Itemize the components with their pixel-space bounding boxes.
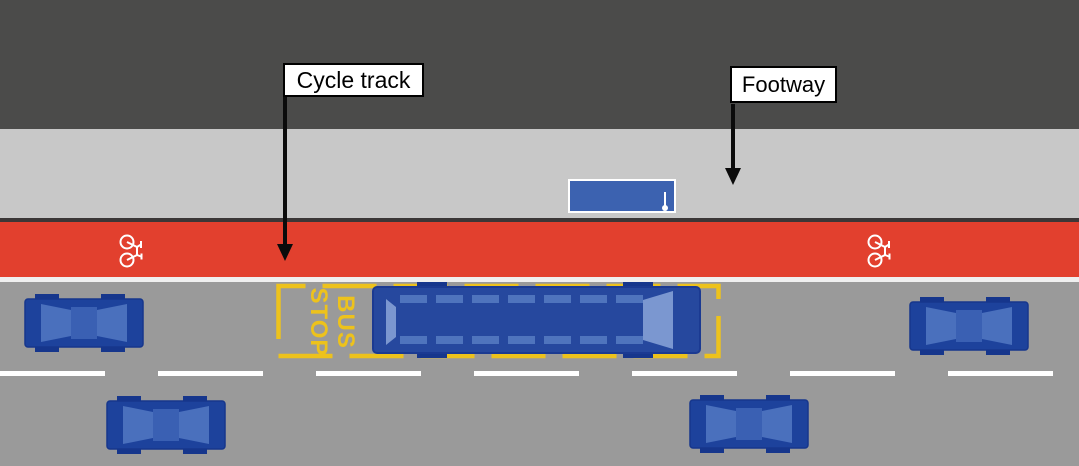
bicycle-icon (119, 234, 143, 268)
bus-stop-word-bus: BUS (332, 295, 359, 349)
footway-label: Footway (730, 66, 837, 103)
cycle-track-band (0, 222, 1079, 277)
track-edge-line (0, 277, 1079, 282)
car-top-lane-left (24, 294, 144, 352)
bus-window-dashes (400, 295, 643, 344)
footway-label-text: Footway (741, 71, 826, 97)
cycle-track-label-text: Cycle track (296, 66, 411, 93)
bus-stop-pole-icon (664, 192, 666, 209)
car-top-lane-right (909, 297, 1029, 355)
car-bottom-lane-right (689, 395, 809, 453)
kerb-line (0, 218, 1079, 222)
bicycle-icon (867, 234, 891, 268)
bus-stop-pole-dot (662, 205, 668, 211)
lane-divider-line (0, 371, 1079, 376)
bus-shelter (568, 179, 676, 213)
bus-stop-marking-text: BUS STOP (303, 280, 359, 364)
building-strip (0, 0, 1079, 129)
car-bottom-lane-left (106, 396, 226, 454)
bus-top-view (372, 282, 701, 358)
bus-stop-word-stop: STOP (305, 287, 332, 357)
footway-band (0, 129, 1079, 218)
cycle-track-label: Cycle track (283, 63, 424, 97)
